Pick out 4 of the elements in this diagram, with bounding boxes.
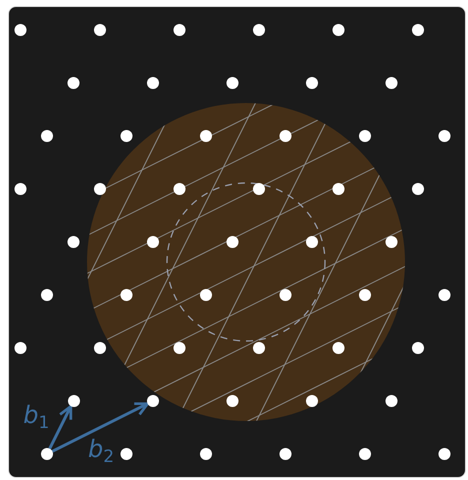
vector-label: b$_{1}$ (23, 403, 50, 432)
vector-label: b$_{2}$ (88, 437, 114, 466)
vector-arrow (48, 405, 72, 450)
vector-arrow (52, 402, 149, 453)
